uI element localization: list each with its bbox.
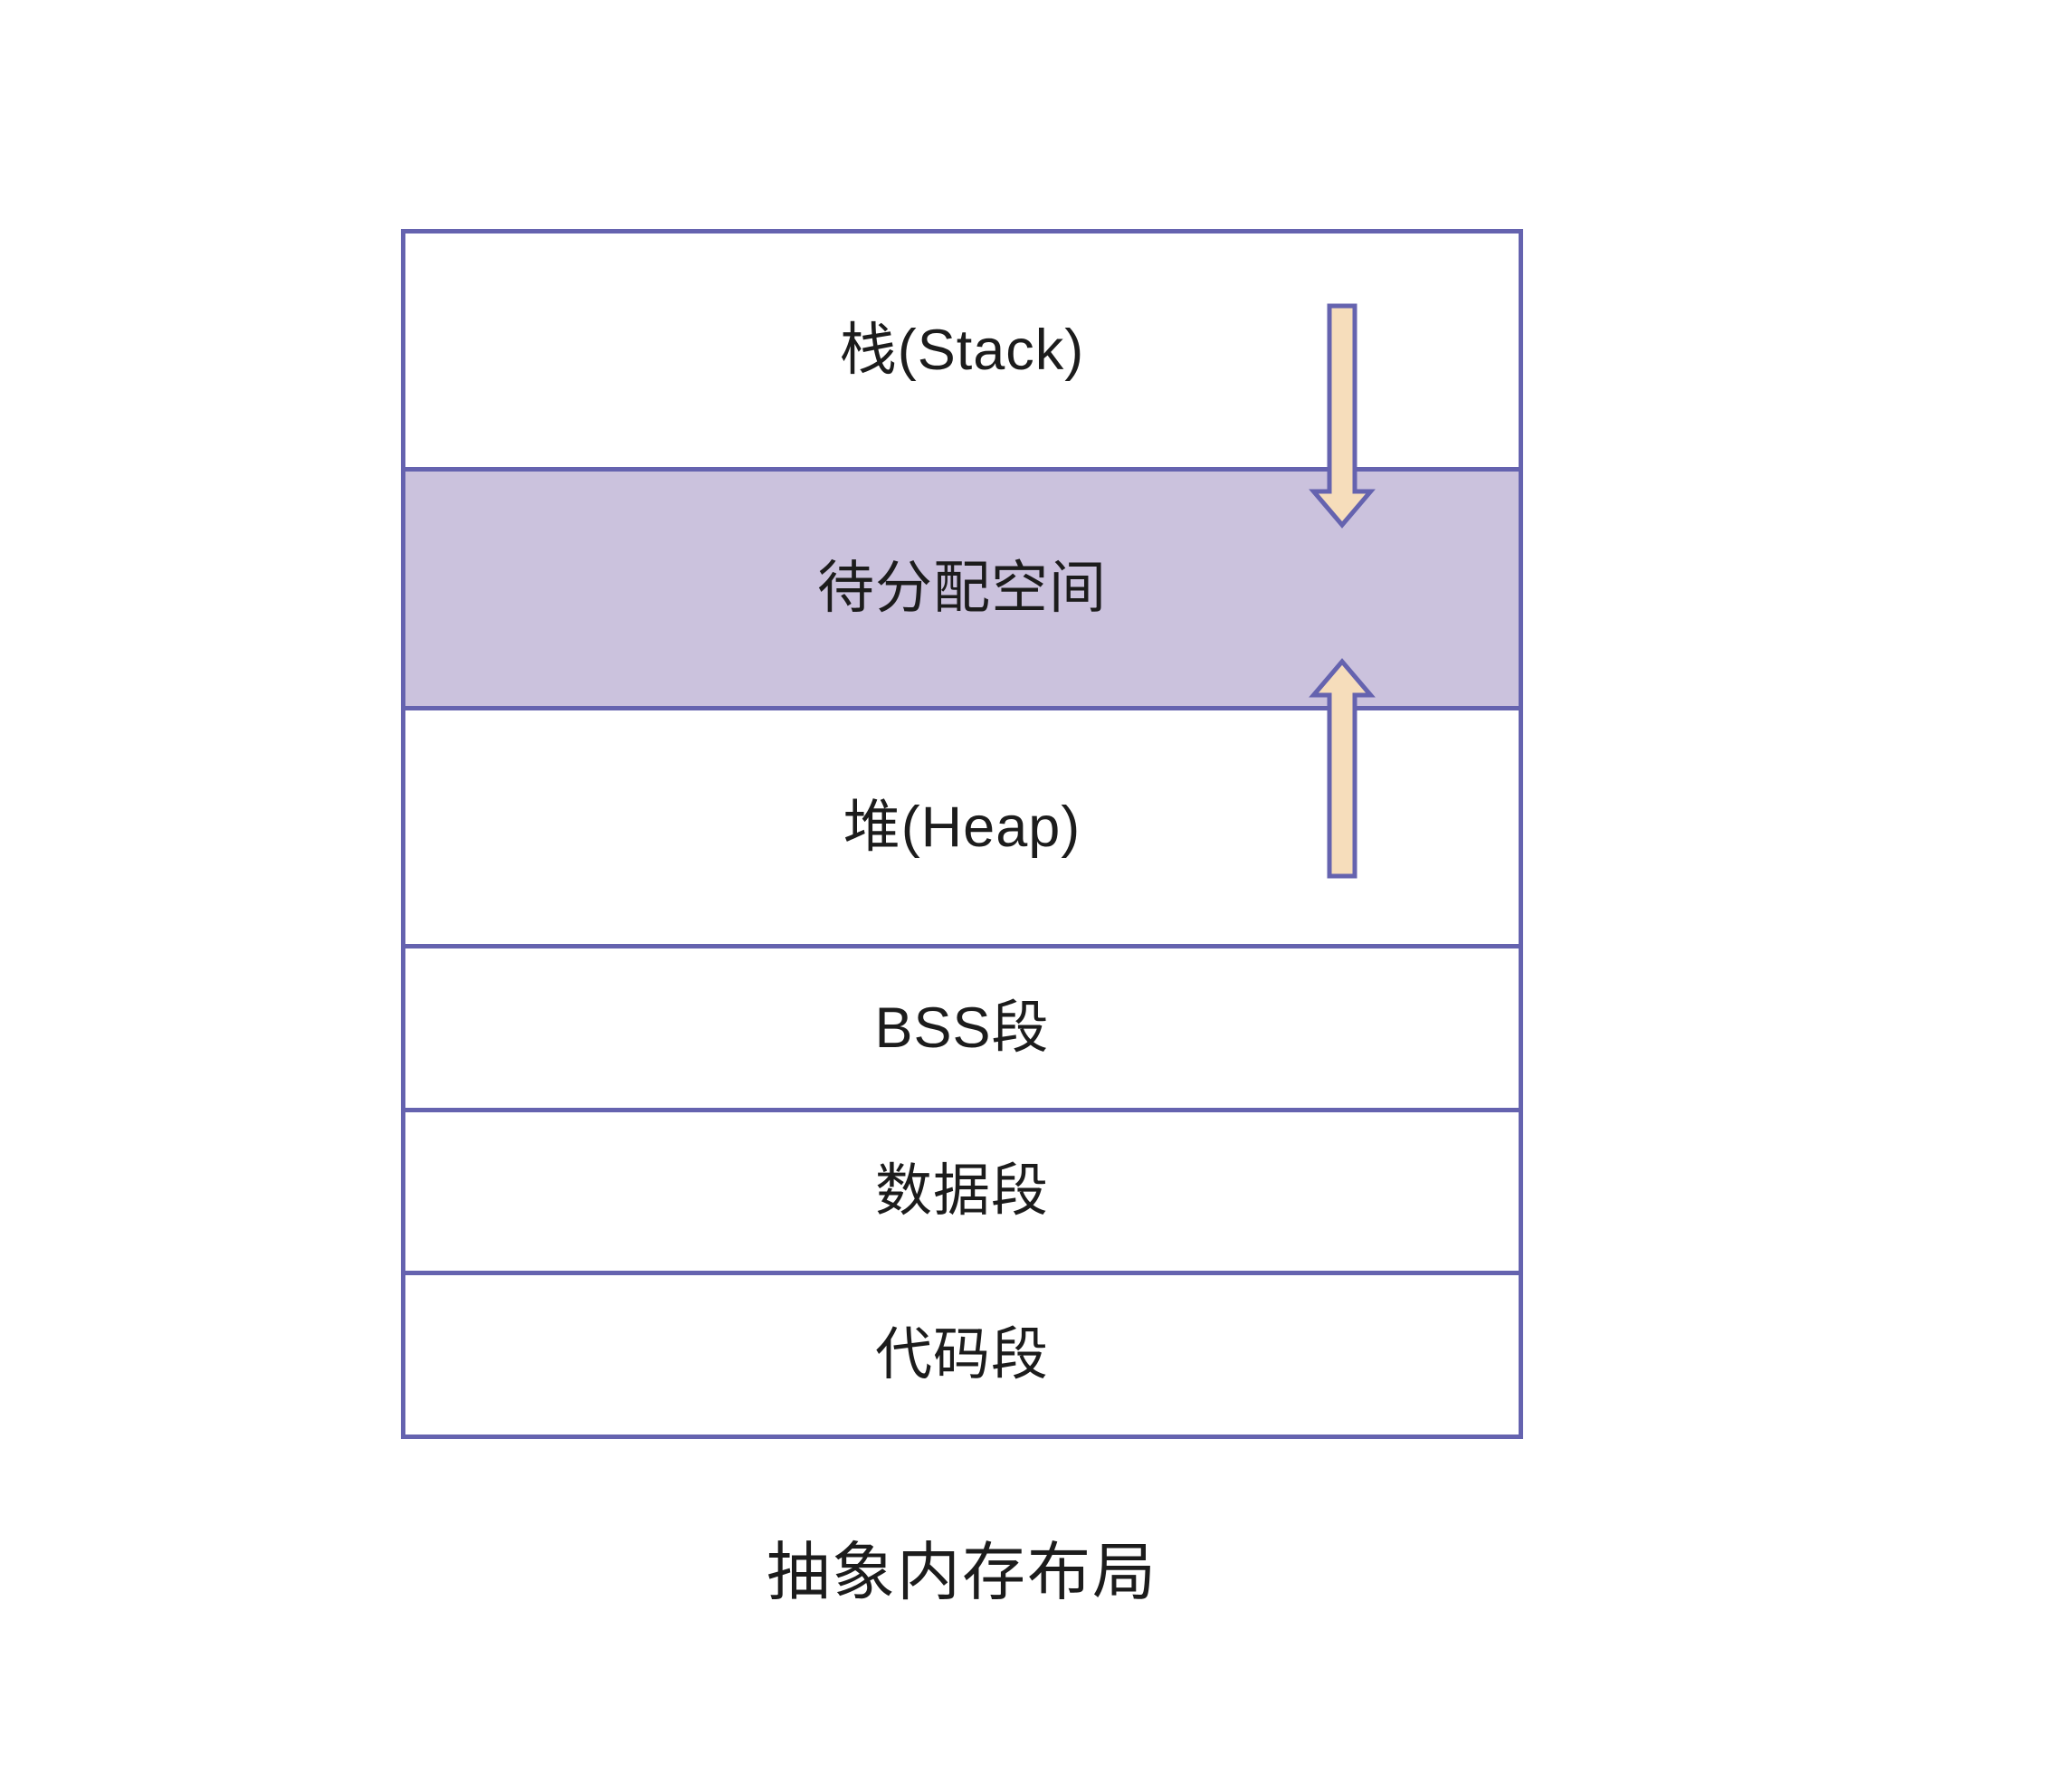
heap-row-label: 堆(Heap) [843, 795, 1081, 859]
down-arrow-icon [1309, 303, 1376, 529]
up-arrow-icon [1309, 658, 1376, 879]
memory-layout-diagram: 栈(Stack) 待分配空间 堆(Heap) BSS段 数据段 代码段 [401, 229, 1523, 1439]
bss-row-label: BSS段 [874, 996, 1050, 1060]
code-row-label: 代码段 [875, 1322, 1049, 1387]
data-row-label: 数据段 [875, 1159, 1049, 1224]
diagram-caption: 抽象内存布局 [767, 1537, 1157, 1607]
memory-row-code: 代码段 [405, 1271, 1519, 1435]
memory-row-data: 数据段 [405, 1107, 1519, 1272]
memory-row-bss: BSS段 [405, 944, 1519, 1108]
stack-row-label: 栈(Stack) [839, 318, 1085, 382]
unallocated-row-label: 待分配空间 [817, 557, 1107, 621]
